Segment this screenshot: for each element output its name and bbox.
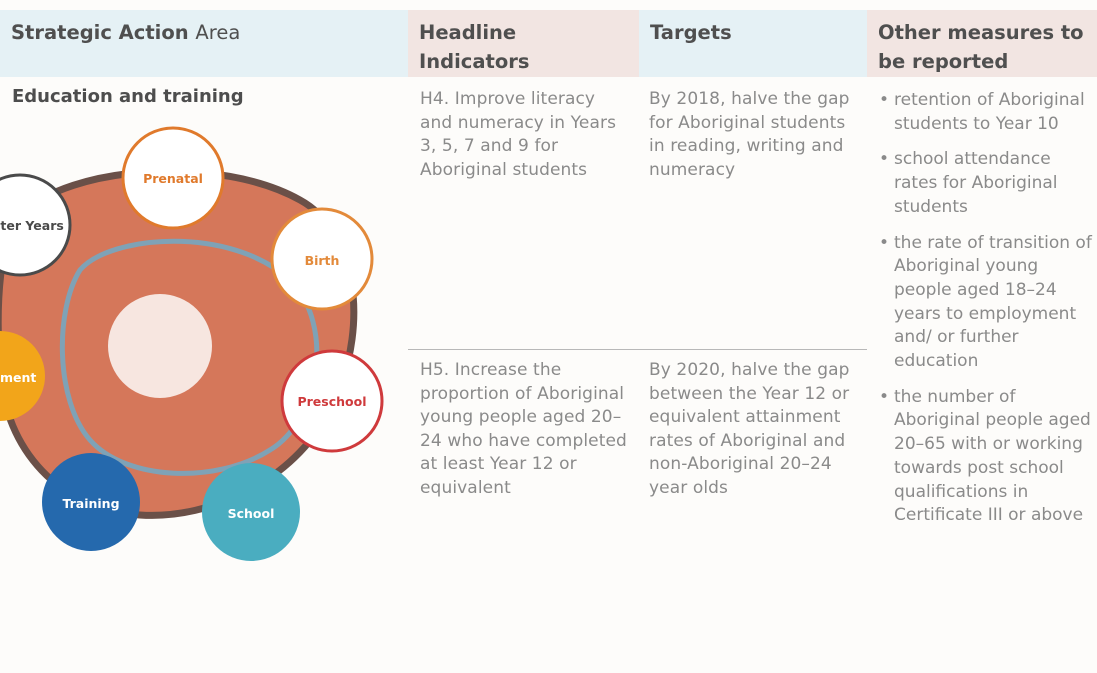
list-item: •school attendance rates for Aboriginal … xyxy=(877,148,1095,219)
header-col1-bold: Strategic Action xyxy=(11,21,189,44)
svg-text:ater Years: ater Years xyxy=(0,218,64,233)
life-course-diagram: Prenatal Birth Preschool School Training… xyxy=(0,126,384,561)
header-other-measures: Other measures to be reported xyxy=(867,10,1097,77)
measure-text: the number of Aboriginal people aged 20–… xyxy=(894,386,1091,526)
svg-text:School: School xyxy=(228,506,275,521)
measure-text: retention of Aboriginal students to Year… xyxy=(894,90,1085,134)
target-h4: By 2018, halve the gap for Aboriginal st… xyxy=(649,89,850,180)
other-measures-list: •retention of Aboriginal students to Yea… xyxy=(877,89,1095,540)
stage-training: Training xyxy=(42,453,140,551)
list-item: •retention of Aboriginal students to Yea… xyxy=(877,89,1095,136)
header-targets: Targets xyxy=(639,10,867,77)
header-strategic-action-area: Strategic Action Area xyxy=(0,10,408,77)
indicator-h5: H5. Increase the proportion of Aborigina… xyxy=(420,360,627,498)
bullet-icon: • xyxy=(879,149,890,170)
bullet-icon: • xyxy=(879,232,890,253)
svg-text:Training: Training xyxy=(62,496,119,511)
bullet-icon: • xyxy=(879,386,890,407)
svg-text:Preschool: Preschool xyxy=(297,394,366,409)
header-col1-light: Area xyxy=(195,21,241,44)
stage-birth: Birth xyxy=(270,207,374,311)
section-title: Education and training xyxy=(12,86,244,107)
svg-text:Prenatal: Prenatal xyxy=(143,171,203,186)
svg-text:Birth: Birth xyxy=(305,253,340,268)
svg-text:ment: ment xyxy=(0,370,36,385)
list-item: •the number of Aboriginal people aged 20… xyxy=(877,386,1095,528)
stage-preschool: Preschool xyxy=(280,349,384,453)
row-divider xyxy=(408,349,867,350)
stage-employment: ment xyxy=(0,331,45,421)
bullet-icon: • xyxy=(879,90,890,110)
list-item: •the rate of transition of Aboriginal yo… xyxy=(877,232,1095,374)
measure-text: school attendance rates for Aboriginal s… xyxy=(894,149,1058,217)
stage-prenatal: Prenatal xyxy=(121,126,225,230)
header-headline-indicators: Headline Indicators xyxy=(408,10,639,77)
measure-text: the rate of transition of Aboriginal you… xyxy=(894,232,1092,372)
stage-school: School xyxy=(202,463,300,561)
stage-later-years: ater Years xyxy=(0,173,72,277)
outer-ring xyxy=(0,167,358,519)
indicator-h4: H4. Improve literacy and numeracy in Yea… xyxy=(420,89,617,180)
target-h5: By 2020, halve the gap between the Year … xyxy=(649,360,850,498)
